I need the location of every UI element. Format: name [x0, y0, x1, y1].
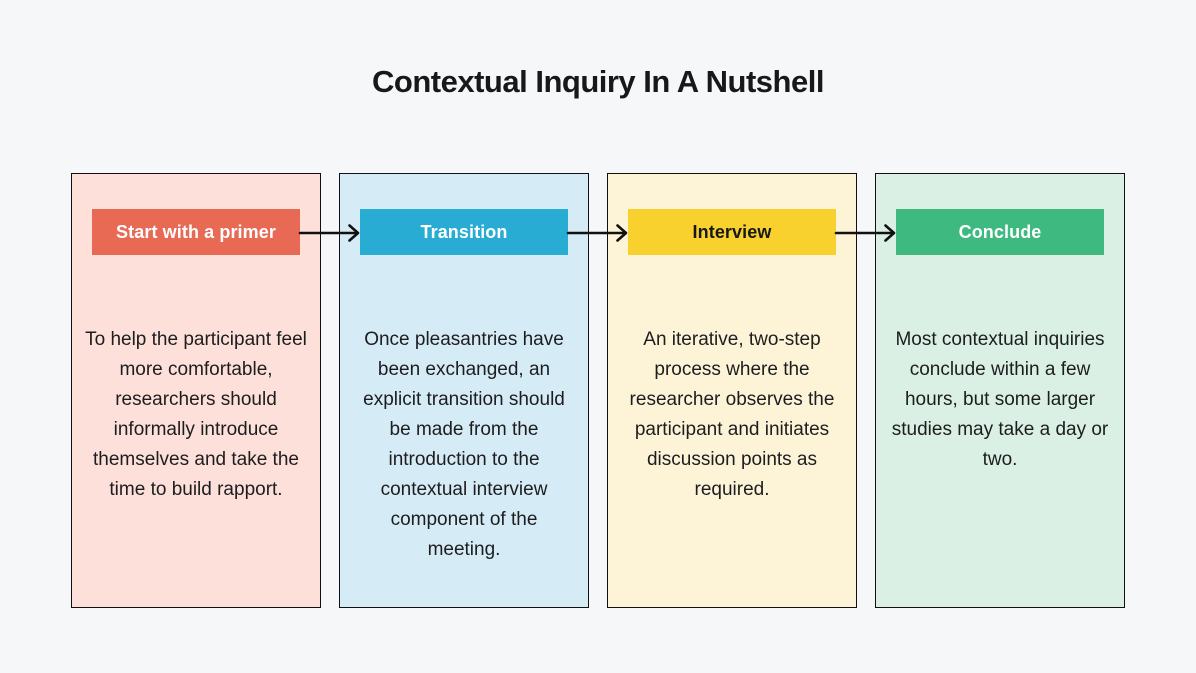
step-card-interview: Interview An iterative, two-step process… — [607, 173, 857, 608]
steps-row: Start with a primer To help the particip… — [71, 173, 1125, 608]
step-card-conclude: Conclude Most contextual inquiries concl… — [875, 173, 1125, 608]
step-description-transition: Once pleasantries have been exchanged, a… — [363, 329, 565, 560]
step-card-start-with-a-primer: Start with a primer To help the particip… — [71, 173, 321, 608]
step-header-interview: Interview — [628, 209, 836, 255]
step-description-interview: An iterative, two-step process where the… — [629, 329, 835, 500]
step-header-start-with-a-primer: Start with a primer — [92, 209, 300, 255]
step-header-transition: Transition — [360, 209, 568, 255]
step-description-conclude: Most contextual inquiries conclude withi… — [891, 329, 1109, 470]
step-card-transition: Transition Once pleasantries have been e… — [339, 173, 589, 608]
diagram-title: Contextual Inquiry In A Nutshell — [372, 64, 824, 99]
step-description-start-with-a-primer: To help the participant feel more comfor… — [85, 329, 307, 500]
step-header-conclude: Conclude — [896, 209, 1104, 255]
